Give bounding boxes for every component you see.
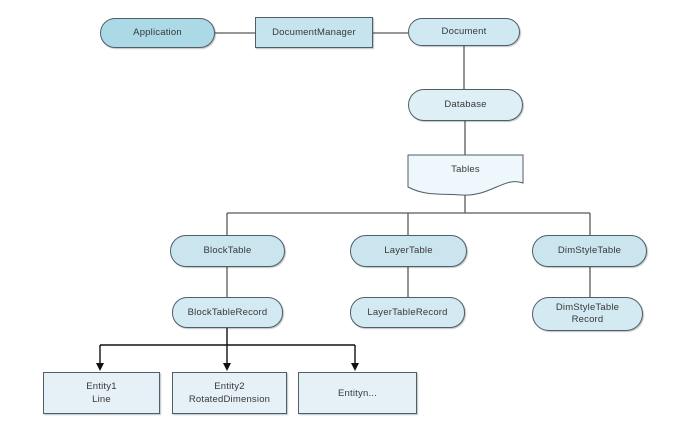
node-document-manager: DocumentManager (255, 17, 373, 48)
node-entityn-line1: Entityn... (338, 387, 377, 399)
tables-document-shape (407, 154, 524, 196)
node-block-table: BlockTable (170, 235, 285, 267)
node-entity2-line1: Entity2 (214, 381, 245, 392)
node-block-table-record: BlockTableRecord (172, 297, 283, 328)
node-document-label: Document (441, 26, 487, 37)
node-entity2-line2: RotatedDimension (188, 394, 271, 405)
node-application: Application (100, 18, 215, 48)
node-tables-label: Tables (451, 164, 480, 175)
node-entityn: Entityn... (298, 372, 417, 414)
edge-tables-tree (226, 195, 591, 235)
node-entity2: Entity2 RotatedDimension (172, 372, 287, 414)
node-document-manager-label: DocumentManager (272, 26, 356, 38)
node-dim-style-table-label: DimStyleTable (557, 245, 622, 256)
node-document: Document (408, 18, 520, 46)
node-dim-style-table-record: DimStyleTable Record (532, 297, 643, 331)
node-layer-table-record: LayerTableRecord (350, 297, 465, 328)
node-block-table-record-label: BlockTableRecord (187, 306, 268, 318)
node-application-label: Application (133, 27, 182, 38)
node-entity1-line1: Entity1 (86, 381, 117, 392)
node-dim-style-table: DimStyleTable (532, 235, 647, 267)
edge-blocktablerecord-entities (96, 328, 359, 371)
node-entity1: Entity1 Line (43, 372, 160, 414)
arrowhead-entity2 (223, 363, 231, 371)
node-tables: Tables (408, 157, 523, 182)
node-database-label: Database (444, 99, 487, 110)
arrowhead-entityn (351, 363, 359, 371)
node-dim-style-table-record-line1: DimStyleTable (555, 302, 620, 313)
node-block-table-label: BlockTable (203, 245, 252, 256)
node-database: Database (408, 89, 523, 121)
node-entity1-line2: Line (92, 394, 111, 405)
node-layer-table: LayerTable (350, 235, 467, 267)
node-dim-style-table-record-line2: Record (571, 314, 604, 325)
node-layer-table-record-label: LayerTableRecord (367, 306, 448, 318)
node-layer-table-label: LayerTable (384, 245, 433, 256)
arrowhead-entity1 (96, 363, 104, 371)
